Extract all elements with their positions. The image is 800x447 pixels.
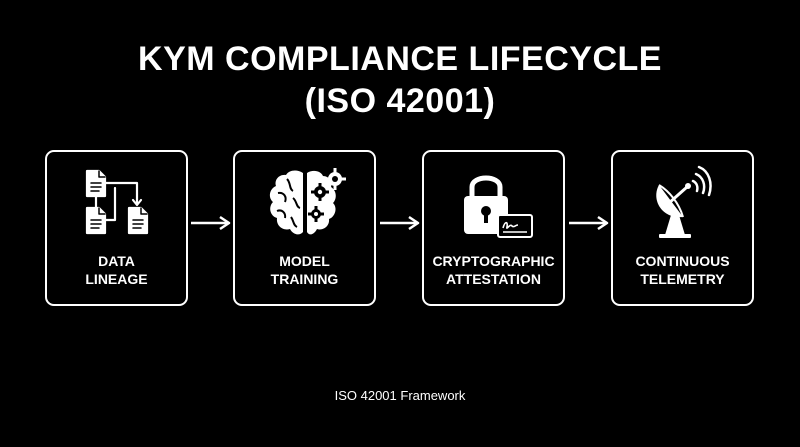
step-label: DATA LINEAGE xyxy=(85,253,148,287)
title-line-2: (ISO 42001) xyxy=(304,82,496,120)
arrow-right-icon xyxy=(191,215,231,231)
step-continuous-telemetry: CONTINUOUS TELEMETRY xyxy=(611,150,754,306)
page-title: KYM COMPLIANCE LIFECYCLE (ISO 42001) xyxy=(0,38,800,122)
step-data-lineage: DATA LINEAGE xyxy=(45,150,188,306)
arrow-right-icon xyxy=(569,215,609,231)
padlock-signature-icon xyxy=(424,164,563,244)
satellite-dish-icon xyxy=(613,164,752,244)
brain-gear-icon xyxy=(235,164,374,244)
step-cryptographic-attestation: CRYPTOGRAPHIC ATTESTATION xyxy=(422,150,565,306)
step-label: MODEL TRAINING xyxy=(270,253,339,287)
arrow-right-icon xyxy=(380,215,420,231)
title-line-1: KYM COMPLIANCE LIFECYCLE xyxy=(138,40,662,78)
document-flow-icon xyxy=(47,164,186,244)
framework-caption: ISO 42001 Framework xyxy=(334,388,466,403)
step-label: CONTINUOUS TELEMETRY xyxy=(635,253,730,287)
step-label: CRYPTOGRAPHIC ATTESTATION xyxy=(432,253,555,287)
step-model-training: MODEL TRAINING xyxy=(233,150,376,306)
